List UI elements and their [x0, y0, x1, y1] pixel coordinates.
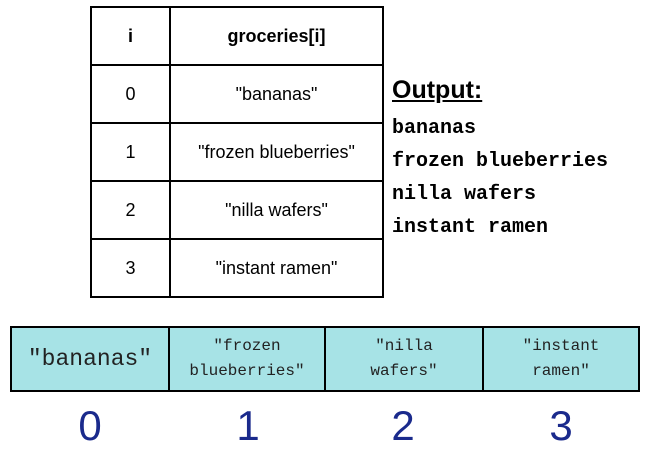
table-row: 1 "frozen blueberries" [90, 122, 384, 182]
table-row: 0 "bananas" [90, 64, 384, 124]
row-value: "instant ramen" [169, 238, 384, 298]
output-line: frozen blueberries [392, 150, 609, 173]
array-cell-2: "nilla wafers" [326, 328, 484, 390]
table-header-row: i groceries[i] [90, 6, 384, 66]
row-value: "nilla wafers" [169, 180, 384, 240]
row-value: "frozen blueberries" [169, 122, 384, 182]
output-line: bananas [392, 117, 477, 140]
array-strip: "bananas" "frozen blueberries" "nilla wa… [10, 326, 640, 392]
row-value: "bananas" [169, 64, 384, 124]
output-line: instant ramen [392, 216, 549, 239]
output-title: Output: [392, 76, 483, 104]
array-index-3: 3 [549, 402, 573, 449]
row-index: 1 [90, 122, 171, 182]
array-index-2: 2 [391, 402, 415, 449]
output-line: nilla wafers [392, 183, 537, 206]
output-panel: Output: bananas frozen blueberries nilla… [392, 74, 608, 244]
array-index-0: 0 [78, 402, 102, 449]
array-cell-1: "frozen blueberries" [170, 328, 326, 390]
loop-table: i groceries[i] 0 "bananas" 1 "frozen blu… [90, 6, 384, 298]
array-index-1: 1 [236, 402, 260, 449]
row-index: 0 [90, 64, 171, 124]
row-index: 3 [90, 238, 171, 298]
header-groceries-i: groceries[i] [169, 6, 384, 66]
array-cell-0: "bananas" [12, 328, 170, 390]
table-row: 3 "instant ramen" [90, 238, 384, 298]
row-index: 2 [90, 180, 171, 240]
header-i: i [90, 6, 171, 66]
table-row: 2 "nilla wafers" [90, 180, 384, 240]
array-cell-3: "instant ramen" [522, 337, 600, 380]
